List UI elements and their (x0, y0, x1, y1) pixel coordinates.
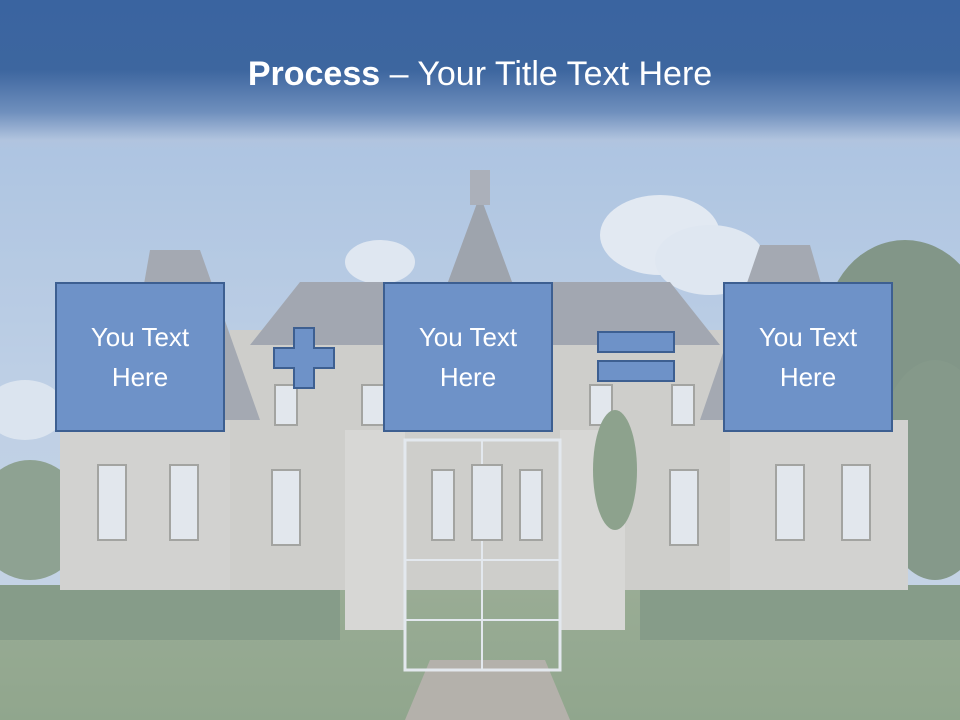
process-box-2-text: You Text Here (418, 322, 518, 392)
process-box-3[interactable]: You Text Here (723, 282, 893, 432)
title-bold-part: Process (247, 55, 381, 93)
slide-title: Process – Your Title Text Here (0, 52, 960, 96)
process-box-1[interactable]: You Text Here (55, 282, 225, 432)
plus-icon (273, 327, 335, 389)
title-rest-part: – Your Title Text Here (380, 55, 713, 93)
process-box-1-text: You Text Here (90, 322, 190, 392)
equals-icon (597, 331, 675, 382)
process-box-2[interactable]: You Text Here (383, 282, 553, 432)
process-box-3-text: You Text Here (758, 322, 858, 392)
title-band (0, 0, 960, 150)
